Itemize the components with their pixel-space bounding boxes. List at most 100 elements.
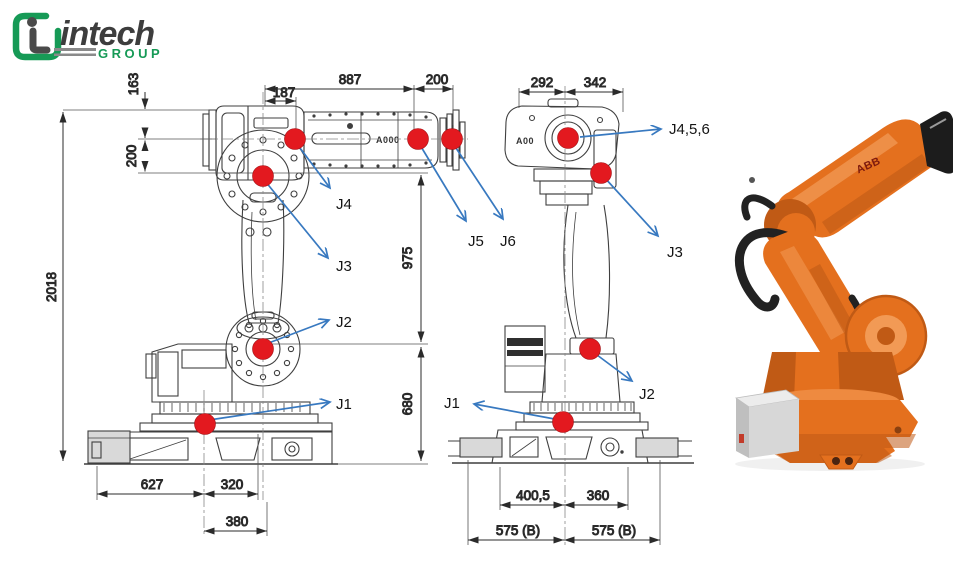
joint-dot-side-j1 xyxy=(552,411,574,433)
joint-label-j5: J5 xyxy=(468,233,484,250)
side-right-plate xyxy=(593,129,617,189)
joint-dot-side-j3 xyxy=(590,162,612,184)
front-elbow-hole3 xyxy=(272,323,282,333)
dim-4005-label: 400,5 xyxy=(516,488,550,503)
front-left-flange xyxy=(202,113,210,167)
robot-junction-box-side xyxy=(749,399,799,458)
side-view-dimensions: 292 342 400,5 360 575 (B) 575 (B) xyxy=(467,75,661,545)
front-arm-bolt2 xyxy=(262,227,272,237)
side-motor-stripe1 xyxy=(507,338,543,346)
side-base-cutout xyxy=(545,436,593,460)
robot-base-bolt4 xyxy=(894,426,902,434)
side-column xyxy=(541,353,621,403)
side-step2 xyxy=(539,180,593,195)
front-joint-arrows xyxy=(208,143,503,421)
side-abb-mark: A00 xyxy=(516,136,534,146)
side-swivel-band xyxy=(523,412,641,423)
side-arm-line xyxy=(572,211,581,336)
logo-underline-bottom xyxy=(54,53,96,56)
front-base-circle xyxy=(284,441,300,457)
dim-887-label: 887 xyxy=(339,72,362,87)
robot-base-bolt2 xyxy=(845,457,853,465)
side-joint-dots xyxy=(552,127,612,433)
dim-975-label: 975 xyxy=(400,247,415,270)
arrow-j3 xyxy=(264,180,328,258)
front-gearbox-door xyxy=(221,112,245,174)
dim-342-label: 342 xyxy=(584,75,607,90)
side-wrist-circle-inner xyxy=(551,121,585,155)
joint-dot-j1 xyxy=(194,413,216,435)
robot-pedestal-front xyxy=(794,352,840,400)
robot-lower-arm-highlight xyxy=(780,246,845,340)
joint-dot-side-j2 xyxy=(579,338,601,360)
joint-dot-j3 xyxy=(252,165,274,187)
dim-627-label: 627 xyxy=(141,477,164,492)
joint-label-j6: J6 xyxy=(500,233,516,250)
front-extension-lines xyxy=(63,85,454,536)
logo-intech-group: intech GROUP xyxy=(12,12,163,61)
side-swivel-plate xyxy=(515,421,649,431)
front-base-diagonal xyxy=(129,439,187,460)
joint-dot-j5 xyxy=(407,128,429,150)
side-wing-right xyxy=(635,437,679,458)
dim-320-label: 320 xyxy=(221,477,244,492)
front-left-flange2 xyxy=(208,109,217,171)
arrow-j2 xyxy=(265,320,329,345)
logo-brand-text: intech xyxy=(60,15,154,53)
joint-dot-j456 xyxy=(557,127,579,149)
arrow-side-j3 xyxy=(603,176,658,236)
side-view-drawing: A00 xyxy=(448,98,694,464)
robot-cable-tip xyxy=(749,177,755,183)
front-base-body xyxy=(117,431,333,465)
side-base-circle-inner xyxy=(605,442,615,452)
front-base-circle-inner xyxy=(288,445,296,453)
side-step3 xyxy=(545,193,589,206)
front-view-drawing: A000 xyxy=(84,105,466,465)
joint-label-j4: J4 xyxy=(336,196,352,213)
front-gearbox-housing xyxy=(215,105,305,181)
dim-200L-label: 200 xyxy=(124,145,139,168)
dim-200T-label: 200 xyxy=(426,72,449,87)
front-carriage-tab xyxy=(145,353,157,379)
side-base-dot xyxy=(620,450,624,454)
side-base-diagonal xyxy=(511,438,537,457)
joint-label-side-j2: J2 xyxy=(639,386,655,403)
dim-163-label: 163 xyxy=(126,73,141,96)
logo-i-stem-icon xyxy=(29,27,51,54)
side-housing-bolt1 xyxy=(528,114,536,122)
front-forearm-tube xyxy=(303,111,439,169)
joint-dot-j2 xyxy=(252,338,274,360)
robot-wrist-tool xyxy=(920,111,953,174)
logo-group-text: GROUP xyxy=(98,46,163,61)
side-extension-lines xyxy=(467,88,661,545)
joint-label-j3: J3 xyxy=(336,258,352,275)
front-elbow-hole1 xyxy=(244,323,254,333)
robot-forearm-highlight xyxy=(792,133,898,210)
robot-shoulder-hub xyxy=(877,327,895,345)
joint-label-side-j1: J1 xyxy=(444,395,460,412)
front-gearbox-vent xyxy=(253,117,289,129)
front-forearm-slot xyxy=(311,132,371,145)
side-arm xyxy=(563,204,611,339)
side-housing-bolt2 xyxy=(596,116,604,124)
dim-360-label: 360 xyxy=(587,488,610,503)
dim-575R-label: 575 (B) xyxy=(592,523,636,538)
front-swivel-plate xyxy=(139,422,333,432)
front-carriage-block xyxy=(181,349,227,369)
front-carriage-panel xyxy=(157,351,179,397)
side-base-panel xyxy=(509,436,539,458)
side-base-body xyxy=(491,429,649,464)
robot-base-bolt1 xyxy=(832,457,840,465)
front-abb-mark: A000 xyxy=(376,135,400,145)
front-base-cutout xyxy=(215,437,261,461)
front-joint-dots xyxy=(194,128,463,435)
side-housing-bump xyxy=(547,98,579,108)
arrow-side-j2 xyxy=(592,351,632,381)
front-upper-arm xyxy=(241,199,285,324)
arrow-j4 xyxy=(296,143,330,188)
logo-i-dot-icon xyxy=(27,17,37,27)
robot-photo: ABB xyxy=(734,111,953,471)
front-arm-bolt1 xyxy=(245,227,255,237)
side-joint-arrows xyxy=(474,129,661,421)
